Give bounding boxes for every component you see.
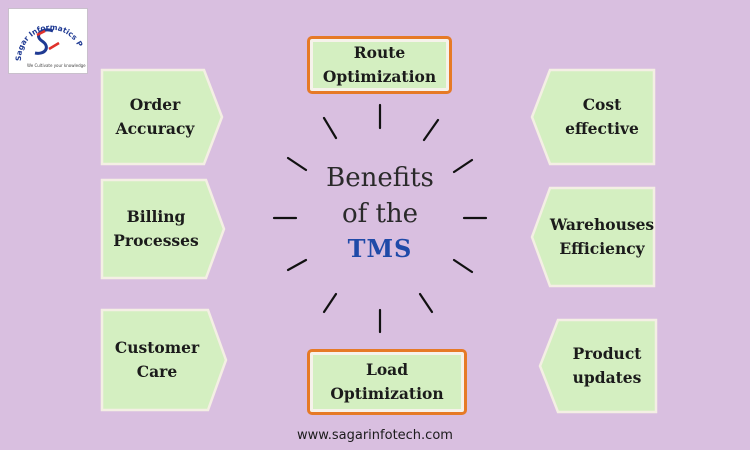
ray-top-right-1: [422, 118, 440, 142]
warehouses-efficiency-label: Warehouses Efficiency: [549, 215, 655, 258]
right-arrow-shape-icon: [100, 178, 226, 280]
ray-bottom-left-2: [322, 292, 338, 314]
customer-care-node: Customer Care: [100, 308, 228, 412]
billing-processes-label: Billing Processes: [113, 207, 199, 250]
customer-care-label: Customer Care: [114, 338, 200, 381]
ray-bottom-right-1: [452, 258, 474, 274]
left-arrow-shape-icon: [538, 318, 658, 414]
logo-mark-icon: Sagar Informatics Pvt. Ltd. We Cultivate…: [9, 9, 86, 68]
ray-bottom-left-1: [286, 258, 308, 272]
right-arrow-shape-icon: [100, 308, 228, 412]
left-arrow-shape-icon: [530, 68, 656, 166]
cost-effective-node: Cost effective: [530, 68, 656, 166]
warehouses-efficiency-node: Warehouses Efficiency: [530, 186, 656, 288]
center-line-tms: TMS: [347, 234, 413, 263]
route-optimization-label: Route Optimization: [322, 43, 437, 86]
billing-processes-node: Billing Processes: [100, 178, 226, 280]
website-footer: www.sagarinfotech.com: [297, 428, 453, 443]
center-title: Benefits of the TMS: [300, 160, 460, 280]
route-optimization-box: Route Optimization: [307, 36, 452, 94]
ray-top-left-2: [286, 156, 308, 172]
left-arrow-shape-icon: [530, 186, 656, 288]
logo-tagline: We Cultivate your knowledge: [27, 63, 86, 68]
load-optimization-box: Load Optimization: [307, 349, 467, 415]
ray-top-right-2: [452, 158, 474, 174]
ray-bottom-right-2: [418, 292, 434, 314]
order-accuracy-label: Order Accuracy: [115, 95, 195, 138]
center-line-of-the: of the: [341, 199, 419, 229]
product-updates-label: Product updates: [572, 344, 642, 387]
load-optimization-label: Load Optimization: [330, 360, 444, 403]
right-arrow-shape-icon: [100, 68, 224, 166]
center-line-benefits: Benefits: [326, 163, 434, 193]
ray-top-left-1: [322, 116, 338, 140]
order-accuracy-node: Order Accuracy: [100, 68, 224, 166]
company-logo: Sagar Informatics Pvt. Ltd. We Cultivate…: [8, 8, 88, 74]
product-updates-node: Product updates: [538, 318, 658, 414]
cost-effective-label: Cost effective: [565, 95, 639, 138]
